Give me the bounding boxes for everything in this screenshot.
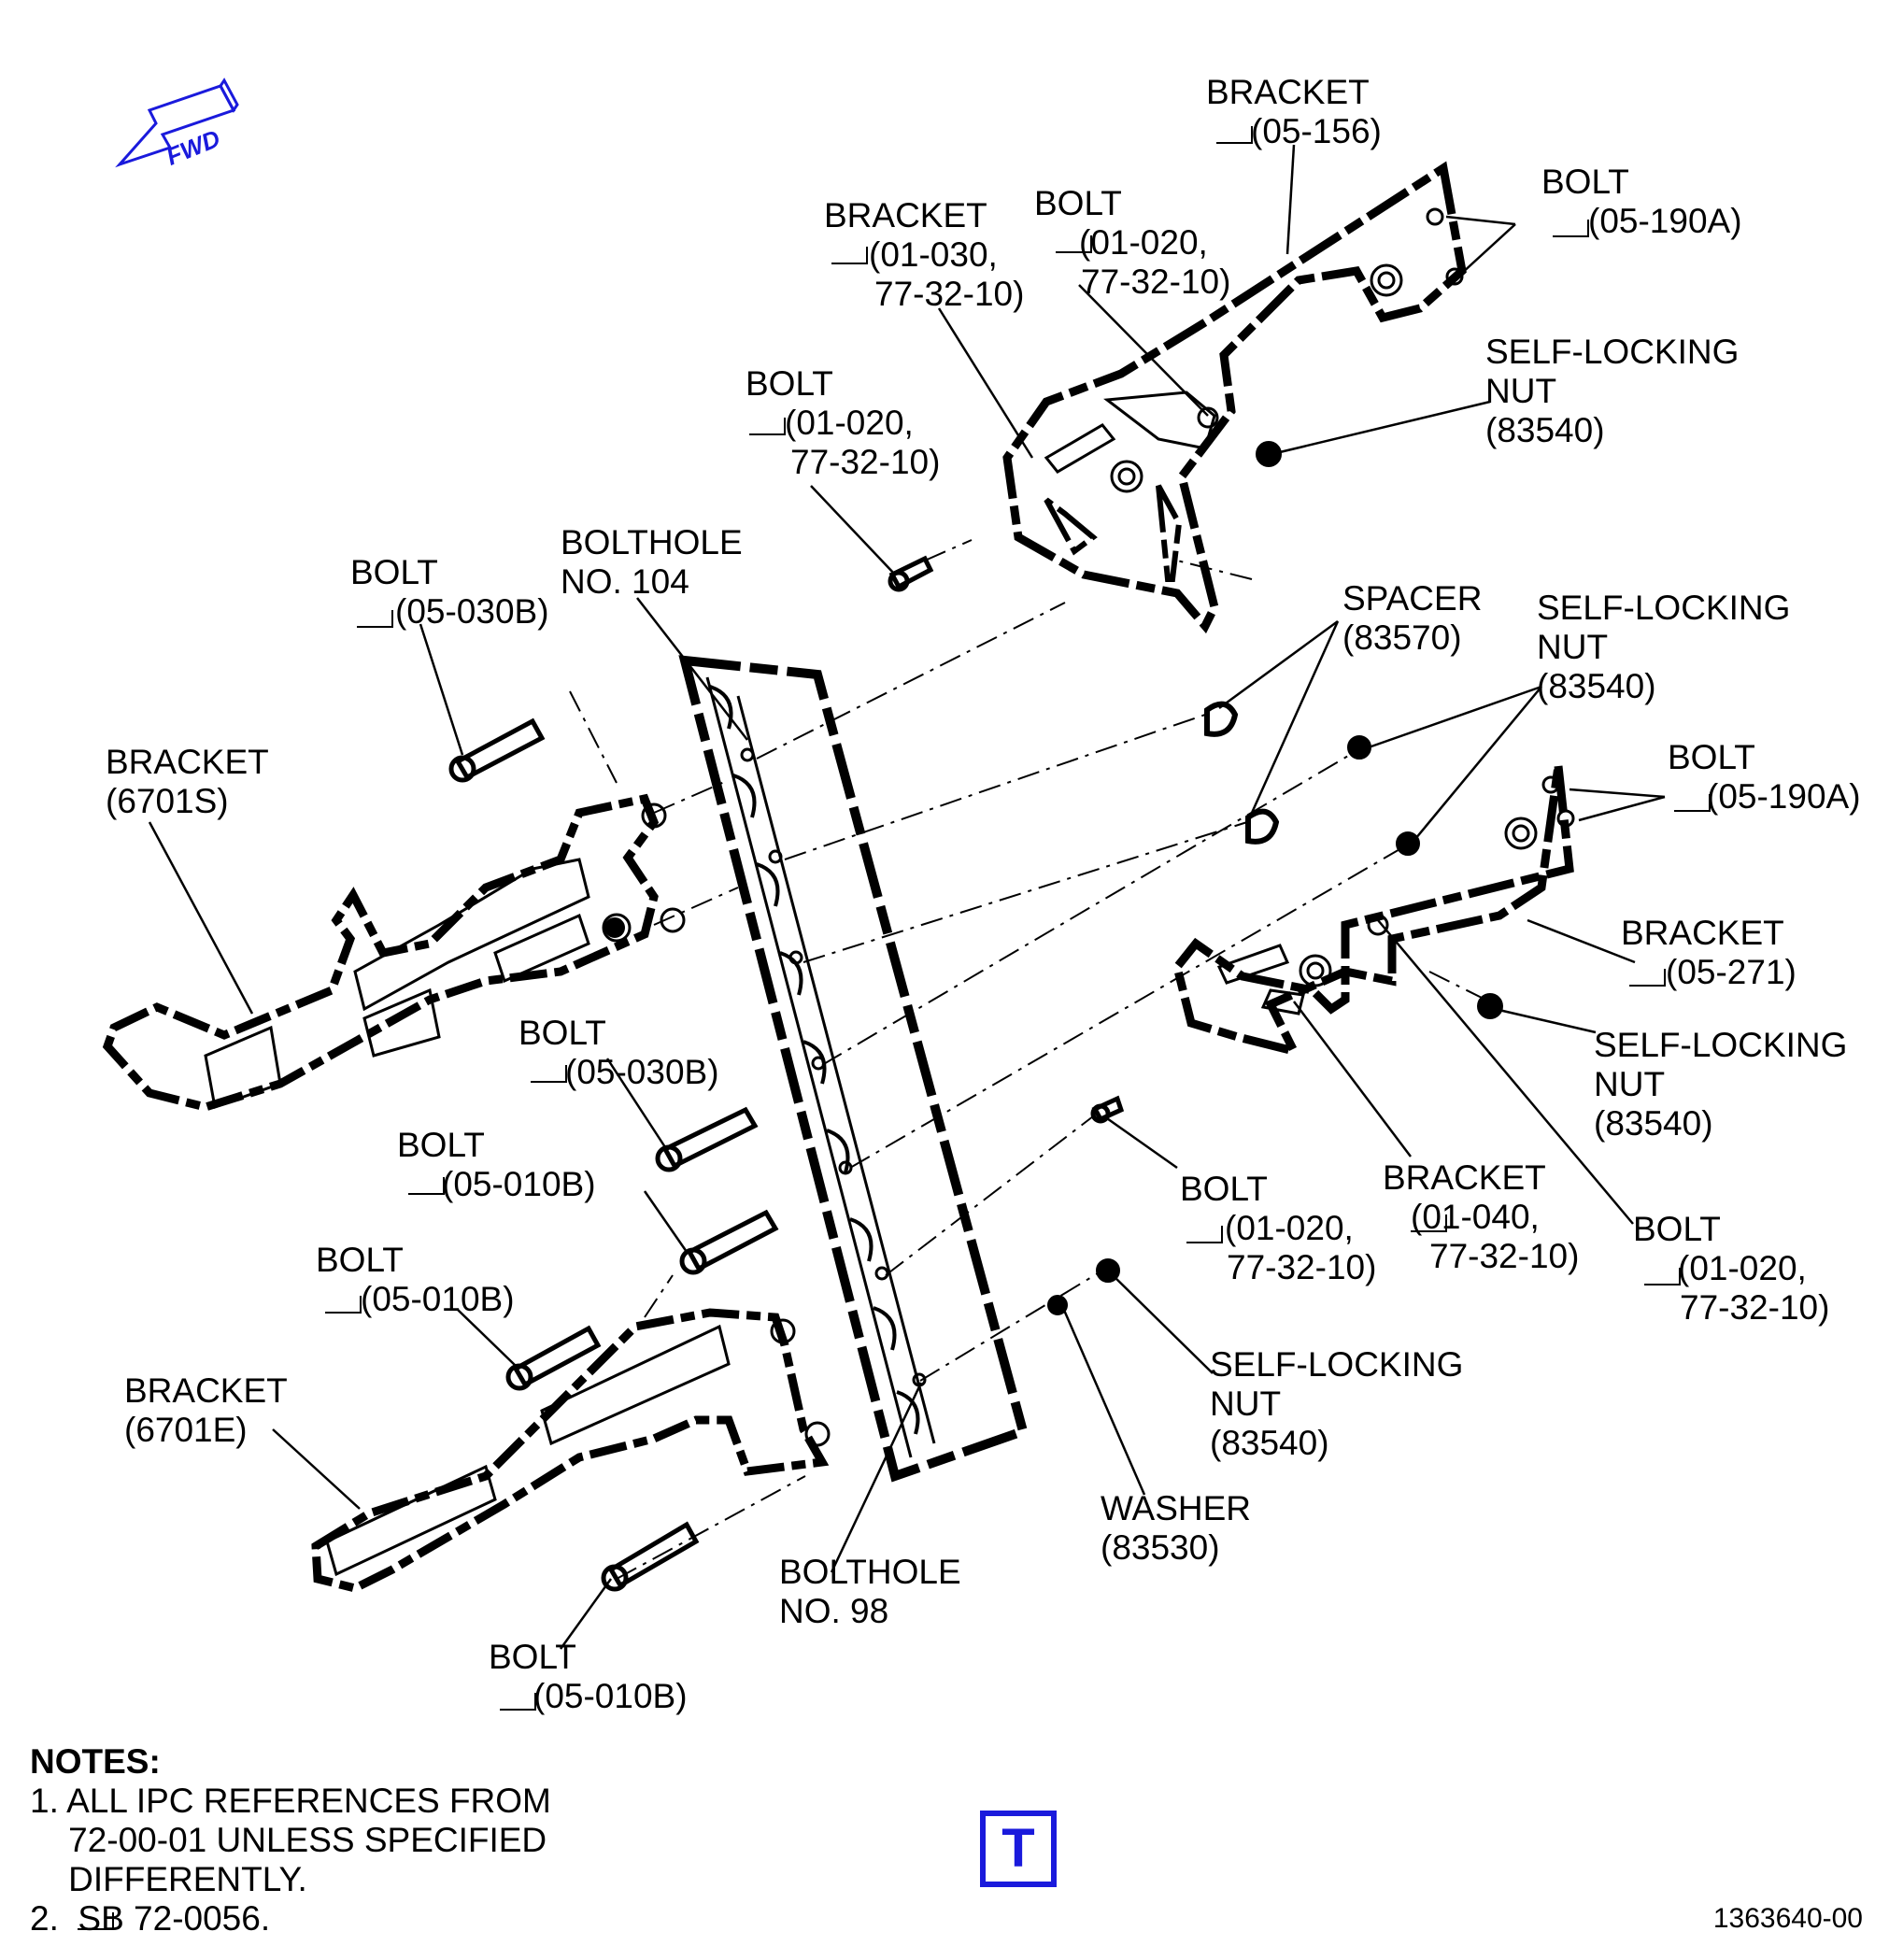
- label-bracket-05-156: BRACKET (05-156): [1206, 73, 1382, 150]
- note-line: 72-00-01 UNLESS SPECIFIED: [30, 1821, 547, 1859]
- bolt-shapes: [448, 555, 1125, 1592]
- note-line: 1. ALL IPC REFERENCES FROM: [30, 1782, 551, 1820]
- label-bolt-05-190a-top: BOLT (05-190A): [1541, 163, 1742, 240]
- t-box-marker: T: [980, 1811, 1057, 1887]
- label-bolt-05-030b-top: BOLT (05-030B): [350, 553, 549, 631]
- note-line: 2. SB 72-0056.: [30, 1899, 271, 1938]
- label-self-locking-nut-right: SELF-LOCKING NUT (83540): [1594, 1026, 1848, 1143]
- alignment-lines: [569, 539, 1496, 1580]
- label-bracket-6701e: BRACKET (6701E): [124, 1371, 288, 1449]
- notes-block: NOTES: 1. ALL IPC REFERENCES FROM 72-00-…: [30, 1742, 551, 1939]
- leader-lines: [148, 144, 1666, 1650]
- label-self-locking-nut-mid: SELF-LOCKING NUT (83540): [1537, 589, 1791, 705]
- label-bolt-05-010b-a: BOLT (05-010B): [397, 1126, 596, 1203]
- label-bolt-05-010b-b: BOLT (05-010B): [316, 1241, 515, 1318]
- label-washer-83530: WASHER (83530): [1101, 1489, 1252, 1567]
- drawing-number: 1363640-00: [1712, 1903, 1863, 1934]
- label-bolt-05-010b-bottom: BOLT (05-010B): [489, 1638, 688, 1715]
- label-bolt-01-020-top: BOLT (01-020, 77-32-10): [1034, 184, 1231, 301]
- bracket-6701e-details: [325, 1318, 831, 1577]
- note-flag-marks: [78, 126, 1711, 1930]
- label-bracket-01-030: BRACKET (01-030, 77-32-10): [824, 196, 1025, 313]
- label-bolthole-98: BOLTHOLE NO. 98: [779, 1553, 961, 1630]
- central-flange: [678, 655, 1030, 1483]
- label-bolt-01-020-left: BOLT (01-020, 77-32-10): [746, 364, 941, 481]
- label-bracket-05-271: BRACKET (05-271): [1621, 914, 1797, 991]
- bracket-upper: [1002, 161, 1467, 634]
- notes-heading: NOTES:: [30, 1742, 161, 1781]
- bracket-right-details: [1216, 775, 1575, 1016]
- label-bracket-6701s: BRACKET (6701S): [106, 743, 269, 820]
- label-spacer-83570: SPACER (83570): [1342, 579, 1483, 657]
- label-bracket-01-040: BRACKET (01-040, 77-32-10): [1383, 1158, 1580, 1275]
- label-bolt-05-190a-right: BOLT (05-190A): [1668, 738, 1861, 816]
- bolthole-marks: [740, 747, 927, 1387]
- note-line: DIFFERENTLY.: [30, 1860, 307, 1898]
- label-bolthole-104: BOLTHOLE NO. 104: [561, 523, 743, 601]
- bracket-6701s-details: [204, 802, 686, 1110]
- bracket-right: [1172, 765, 1574, 1058]
- label-bolt-01-020-right: BOLT (01-020, 77-32-10): [1633, 1210, 1830, 1327]
- label-self-locking-nut-bottom: SELF-LOCKING NUT (83540): [1210, 1345, 1464, 1462]
- bracket-6701e: [311, 1308, 830, 1593]
- spacer-shapes: [1204, 701, 1280, 845]
- bracket-upper-details: [1044, 207, 1464, 493]
- label-bolt-05-030b-mid: BOLT (05-030B): [518, 1014, 719, 1091]
- label-bolt-01-020-mid: BOLT (01-020, 77-32-10): [1180, 1170, 1377, 1286]
- label-self-locking-nut-top: SELF-LOCKING NUT (83540): [1485, 333, 1740, 449]
- fwd-arrow-icon: FWD: [115, 78, 239, 171]
- nut-shapes: [604, 441, 1503, 1315]
